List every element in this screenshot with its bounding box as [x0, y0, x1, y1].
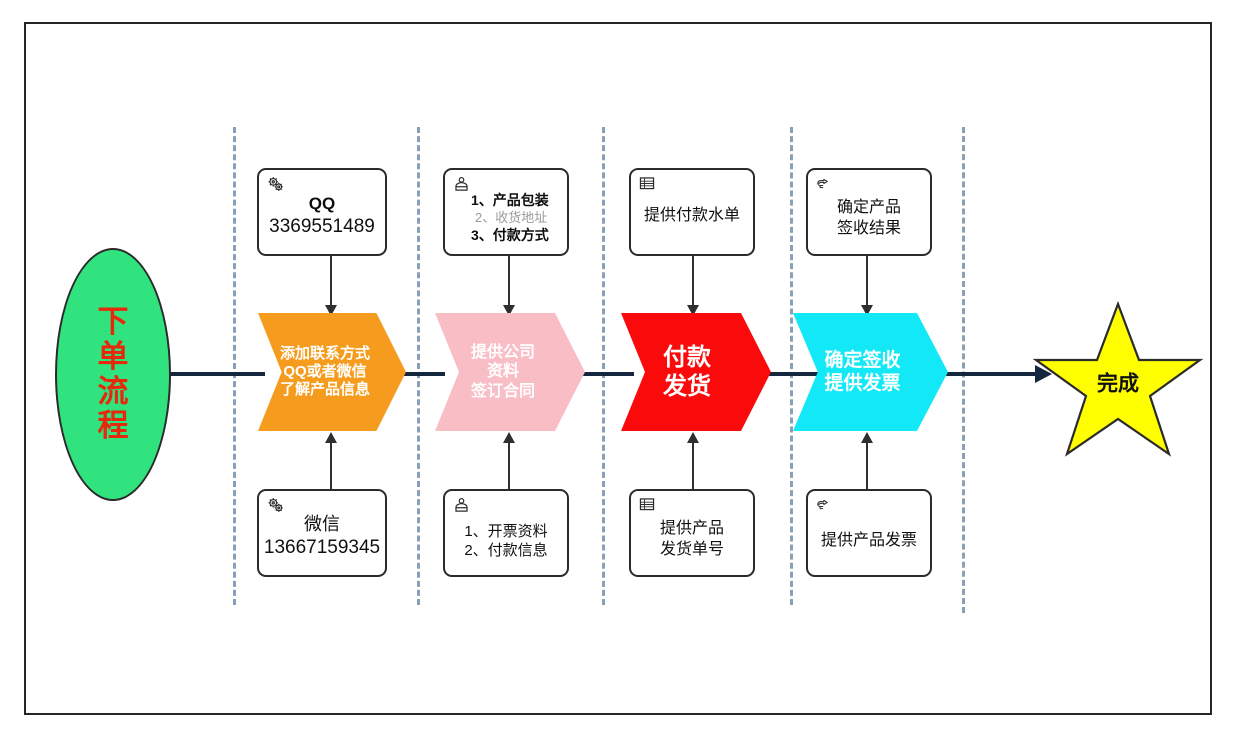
finish-node[interactable]: 完成	[1032, 300, 1204, 460]
lane-divider-5	[962, 127, 965, 613]
note-line: 1、开票资料	[464, 522, 548, 540]
flow-connector-4-finish	[940, 372, 1035, 376]
stage-line: 了解产品信息	[279, 381, 370, 399]
stage-line: 提供公司	[470, 343, 535, 361]
note-line: 发货单号	[659, 541, 724, 558]
stage-line: 发货	[663, 373, 711, 400]
stage-line: 提供发票	[824, 373, 901, 394]
stage-4-top-arrowhead	[861, 305, 873, 316]
stage-3-bottom-connector	[692, 434, 694, 496]
stage-2-top-note[interactable]: 1、产品包装 2、收货地址 3、付款方式	[443, 168, 569, 256]
stage-1-bottom-arrowhead	[325, 432, 337, 443]
stage-2-bottom-arrowhead	[503, 432, 515, 443]
stage-1-top-connector	[330, 256, 332, 312]
note-line: 3、付款方式	[471, 227, 549, 244]
stage-line: 资料	[486, 363, 519, 381]
lane-divider-2	[417, 127, 420, 605]
stage-4-bottom-connector	[866, 434, 868, 496]
stage-3-label: 付款 发货	[663, 343, 729, 402]
stage-2-top-note-lines: 1、产品包装 2、收货地址 3、付款方式	[445, 191, 567, 244]
note-line: 13667159345	[263, 537, 381, 559]
flow-connector-start	[165, 372, 265, 376]
start-node-label: 下单流程	[97, 304, 129, 444]
list-table-icon	[638, 175, 658, 195]
note-line: 提供产品	[659, 520, 724, 538]
stage-3-top-note[interactable]: 提供付款水单	[629, 168, 755, 256]
stage-2-top-arrowhead	[503, 305, 515, 316]
flow-connector-2-3	[572, 372, 634, 376]
stage-1-node[interactable]: 添加联系方式 QQ或者微信 了解产品信息	[258, 313, 406, 431]
stage-1-top-arrowhead	[325, 305, 337, 316]
stage-3-node[interactable]: 付款 发货	[621, 313, 771, 431]
stage-1-bottom-note[interactable]: 微信 13667159345	[257, 489, 387, 577]
stage-4-label: 确定签收 提供发票	[824, 349, 916, 395]
stage-line: 添加联系方式	[279, 344, 370, 362]
person-package-icon	[452, 175, 472, 195]
finish-node-label: 完成	[1097, 372, 1139, 396]
stage-4-bottom-note[interactable]: 提供产品发票	[806, 489, 932, 577]
stage-3-top-connector	[692, 256, 694, 312]
stage-2-bottom-connector	[508, 434, 510, 496]
note-line: 确定产品	[836, 199, 901, 217]
stage-4-top-connector	[866, 256, 868, 312]
start-node[interactable]: 下单流程	[55, 248, 171, 501]
flow-connector-1-2	[385, 372, 445, 376]
stage-2-bottom-note-lines: 1、开票资料 2、付款信息	[445, 522, 567, 561]
note-line: 提供付款水单	[643, 206, 740, 224]
stage-2-top-connector	[508, 256, 510, 312]
stage-line: QQ或者微信	[283, 362, 367, 380]
stage-4-top-note-lines: 确定产品 签收结果	[808, 198, 930, 240]
diagram-frame	[24, 22, 1212, 715]
note-line: 提供产品发票	[820, 531, 917, 549]
gears-icon	[266, 496, 286, 516]
lane-divider-1	[233, 127, 236, 605]
stage-2-bottom-note[interactable]: 1、开票资料 2、付款信息	[443, 489, 569, 577]
pointing-hand-icon	[815, 496, 835, 516]
stage-line: 签订合同	[470, 382, 535, 400]
lane-divider-3	[602, 127, 605, 605]
stage-3-bottom-arrowhead	[687, 432, 699, 443]
note-line: 2、付款信息	[464, 542, 548, 559]
lane-divider-4	[790, 127, 793, 605]
stage-4-node[interactable]: 确定签收 提供发票	[793, 313, 948, 431]
person-package-icon	[452, 496, 472, 516]
stage-4-bottom-note-lines: 提供产品发票	[808, 531, 930, 552]
stage-4-bottom-arrowhead	[861, 432, 873, 443]
note-line: QQ	[308, 193, 336, 213]
stage-line: 付款	[663, 343, 711, 371]
pointing-hand-icon	[815, 175, 835, 195]
note-line: 1、产品包装	[471, 192, 549, 209]
note-line: 2、收货地址	[475, 209, 548, 225]
stage-1-top-note-lines: QQ 3369551489	[259, 193, 385, 240]
note-line: 微信	[304, 513, 340, 534]
stage-1-label: 添加联系方式 QQ或者微信 了解产品信息	[280, 345, 384, 400]
stage-2-node[interactable]: 提供公司 资料 签订合同	[435, 313, 585, 431]
stage-2-label: 提供公司 资料 签订合同	[471, 343, 549, 402]
star-shape	[1032, 300, 1204, 457]
stage-3-bottom-note[interactable]: 提供产品 发货单号	[629, 489, 755, 577]
gears-icon	[266, 175, 286, 195]
stage-4-top-note[interactable]: 确定产品 签收结果	[806, 168, 932, 256]
note-line: 签收结果	[836, 220, 901, 237]
stage-3-bottom-note-lines: 提供产品 发货单号	[631, 519, 753, 561]
note-line: 3369551489	[269, 215, 375, 237]
list-table-icon	[638, 496, 658, 516]
stage-1-bottom-note-lines: 微信 13667159345	[259, 513, 385, 561]
stage-1-top-note[interactable]: QQ 3369551489	[257, 168, 387, 256]
stage-3-top-arrowhead	[687, 305, 699, 316]
stage-1-bottom-connector	[330, 434, 332, 494]
stage-line: 确定签收	[824, 349, 901, 371]
stage-3-top-note-lines: 提供付款水单	[631, 206, 753, 227]
flow-connector-3-4	[760, 372, 818, 376]
